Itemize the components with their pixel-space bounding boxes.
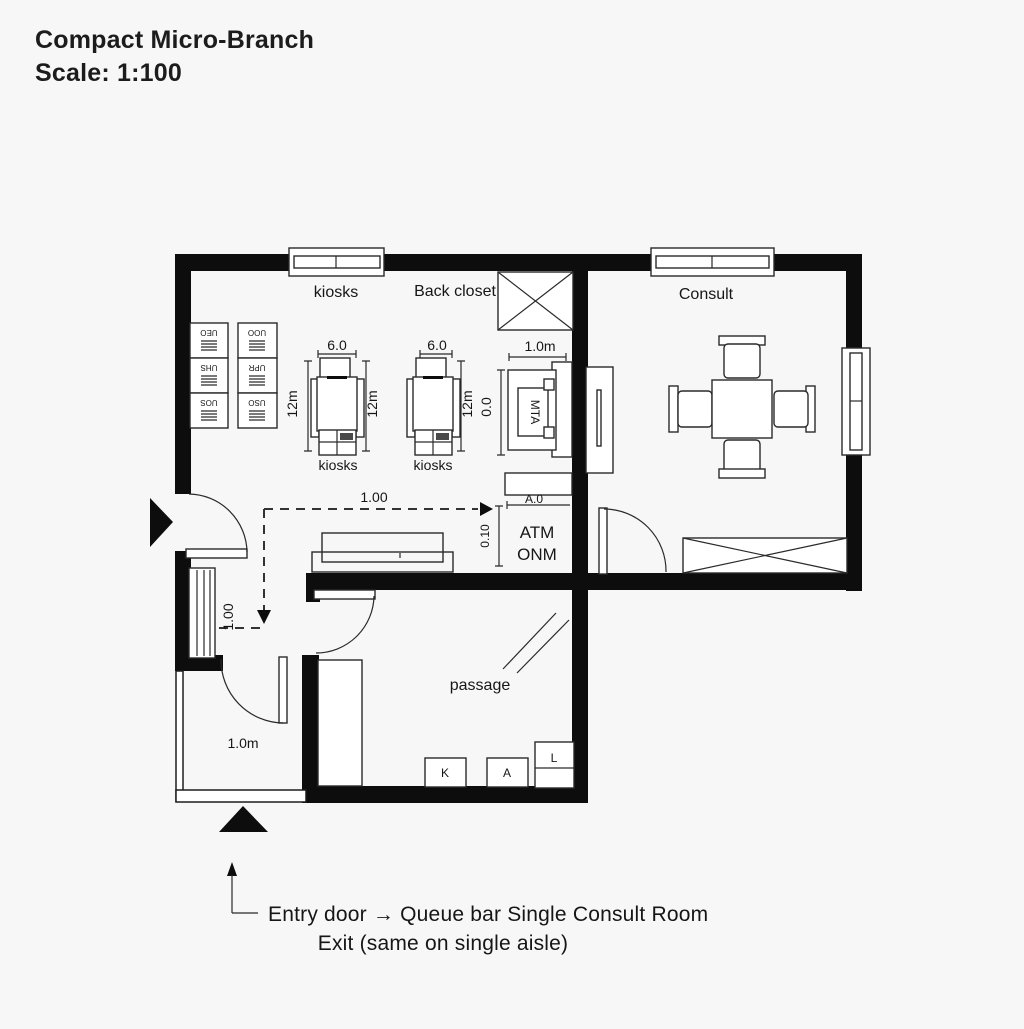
wall-left-upper — [175, 254, 191, 494]
legend: Entry door → Queue bar Single Consult Ro… — [227, 862, 708, 955]
cubby-a-label: A — [503, 766, 511, 780]
window-right-wall — [841, 347, 871, 456]
shelf-box: UPR — [237, 357, 278, 394]
queue-vertical-dim: 1.00 — [220, 603, 236, 630]
kiosk1-height-dim-left: 12m — [284, 390, 300, 417]
vestibule-dim-label: 1.0m — [227, 735, 258, 751]
atm-machine: MTA — [507, 361, 573, 458]
windows — [188, 247, 871, 659]
vestibule-door — [220, 656, 288, 724]
vestibule-wall-bottom — [175, 789, 307, 803]
scale-note: Scale: 1:100 — [35, 59, 182, 87]
queue-arrow-down-icon — [257, 610, 271, 624]
shelf-box: UEO — [189, 322, 229, 359]
shelf-label: UOS — [200, 398, 217, 407]
queue-arrow-right-icon — [480, 502, 493, 516]
atm-room-width-dim: A.0 — [525, 492, 543, 506]
legend-line-1: Entry door → Queue bar Single Consult Ro… — [268, 903, 708, 926]
shelf-label: UHS — [201, 363, 218, 372]
dimension-lines — [304, 350, 570, 567]
cubby-a: A — [486, 757, 529, 788]
passage-door — [313, 589, 376, 654]
kiosk1-width-dim: 6.0 — [327, 337, 347, 353]
exit-arrow-icon — [219, 806, 268, 832]
consult-cabinet — [585, 366, 614, 474]
kiosk2-width-dim: 6.0 — [427, 337, 447, 353]
consult-chair-bottom — [723, 439, 761, 473]
consult-table — [711, 379, 773, 439]
queue-bench — [311, 532, 454, 573]
cubby-l: L — [534, 741, 575, 789]
consult-chair-right — [773, 390, 809, 428]
consult-chair-left — [677, 390, 713, 428]
wall-passage-bottom — [302, 786, 584, 803]
atm-room-label-1: ATM — [520, 523, 555, 542]
consult-door — [598, 507, 667, 575]
entry-door — [185, 493, 248, 559]
atm-machine-text: MTA — [528, 400, 542, 424]
window-top-right — [650, 247, 775, 277]
page-title: Compact Micro-Branch — [35, 26, 315, 54]
window-left-wall — [188, 567, 216, 659]
kiosk-machine-1 — [310, 357, 365, 456]
consult-chair-left-back — [668, 385, 679, 433]
brochure-shelves: UEO UOO UHS UPR UOS — [189, 322, 278, 429]
cubby-k: K — [424, 757, 467, 788]
cubby-l-label: L — [551, 751, 558, 765]
wall-middle — [572, 254, 588, 803]
queue-path — [219, 502, 493, 629]
shelf-label: UPR — [248, 363, 265, 372]
atm-width-dim: 1.0m — [524, 338, 555, 354]
atm-counter — [504, 472, 573, 496]
wall-horizontal — [306, 573, 862, 590]
glass-marks — [502, 612, 570, 674]
wall-left-stub — [175, 655, 223, 671]
atm-room-label-2: ONM — [517, 545, 557, 564]
kiosks-area-label: kiosks — [314, 284, 358, 301]
window-top-left — [288, 247, 385, 277]
kiosk1-height-dim-right: 12m — [364, 390, 380, 417]
wall-passage-left — [302, 655, 319, 803]
entry-arrow-icon — [150, 498, 173, 547]
passage-closet — [317, 659, 363, 787]
queue-horizontal-dim: 1.00 — [360, 489, 387, 505]
shelf-box: UHS — [189, 357, 229, 394]
shelf-label: UOO — [248, 328, 266, 337]
shelf-box: UOO — [237, 322, 278, 359]
consult-label: Consult — [679, 286, 734, 303]
shelf-box: USO — [237, 392, 278, 429]
shelf-label: UEO — [200, 328, 217, 337]
back-closet-box — [497, 271, 574, 331]
atm-room-height-dim: 0.10 — [478, 524, 492, 548]
legend-arrow-icon — [227, 862, 237, 876]
back-closet-label: Back closet — [414, 283, 496, 300]
cubby-k-label: K — [441, 766, 449, 780]
shelf-label: USO — [248, 398, 265, 407]
passage-label: passage — [450, 677, 511, 694]
consult-table-set — [668, 335, 816, 479]
vestibule-walls — [175, 670, 307, 803]
kiosk2-height-dim-right: 12m — [459, 390, 475, 417]
wall-left-mid — [175, 551, 191, 671]
kiosk-machine-2 — [406, 357, 461, 456]
kiosk1-caption: kiosks — [319, 457, 358, 473]
legend-line-2: Exit (same on single aisle) — [318, 932, 569, 955]
vestibule-wall-left — [175, 670, 184, 802]
atm-height-dim: 0.0 — [478, 397, 494, 417]
shelf-box: UOS — [189, 392, 229, 429]
consult-storage-box — [682, 537, 848, 574]
consult-chair-bottom-back — [718, 468, 766, 479]
title-block: Compact Micro-Branch Scale: 1:100 — [35, 24, 314, 90]
kiosk2-caption: kiosks — [414, 457, 453, 473]
consult-chair-top — [723, 343, 761, 379]
